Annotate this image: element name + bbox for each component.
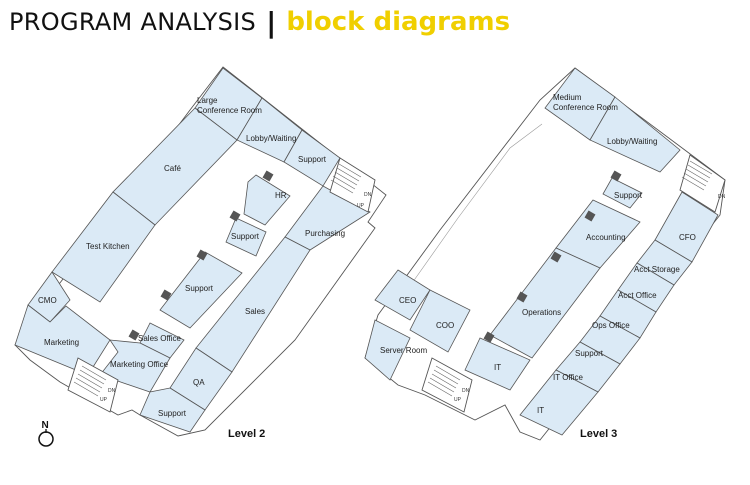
slide-header: PROGRAM ANALYSIS | block diagrams bbox=[9, 4, 510, 40]
level2-qa-label: QA bbox=[193, 378, 205, 387]
level3-stair-top: DN bbox=[679, 154, 726, 213]
level2-test-kitchen bbox=[51, 191, 156, 303]
level2-support-bottom-label: Support bbox=[158, 409, 187, 418]
level3-ceo bbox=[374, 269, 431, 321]
level3-door-markers bbox=[483, 170, 622, 343]
level3-server-room-label: Server Room bbox=[380, 346, 427, 355]
slide-title: PROGRAM ANALYSIS bbox=[9, 8, 257, 36]
level3-ceo-label: CEO bbox=[399, 296, 416, 305]
level3-lobby-waiting bbox=[589, 96, 681, 173]
level2-sales-office-label: Sales Office bbox=[138, 334, 182, 343]
level2-hr-label: HR bbox=[275, 191, 287, 200]
level2-stair-top-dn: DN bbox=[364, 192, 372, 198]
level2-support-top-label: Support bbox=[298, 155, 327, 164]
title-separator: | bbox=[266, 5, 277, 39]
level3-operations bbox=[489, 247, 601, 359]
level2-hr bbox=[243, 174, 291, 226]
level3-lobby-label: Lobby/Waiting bbox=[607, 137, 657, 146]
level2-large-conference-label-2: Conference Room bbox=[197, 106, 262, 115]
level2-sales-label: Sales bbox=[245, 307, 265, 316]
level2-purchasing-label: Purchasing bbox=[305, 229, 345, 238]
level3-medium-conference-label-2: Conference Room bbox=[553, 103, 618, 112]
level2-stair-top-up: UP bbox=[357, 203, 365, 209]
level3-stair-top-dn: DN bbox=[718, 194, 726, 200]
level2-support-center bbox=[159, 251, 243, 329]
level3-coo bbox=[409, 289, 471, 353]
level3-stair-bottom-dn: DN bbox=[462, 388, 470, 394]
level2-support-mid bbox=[225, 217, 267, 257]
level2-stair-bottom: DN UP bbox=[67, 357, 119, 413]
level2-support-bottom bbox=[139, 387, 206, 433]
level2-cafe-label: Café bbox=[164, 164, 181, 173]
level2-cmo-label: CMO bbox=[38, 296, 57, 305]
level2-stair-top: DN UP bbox=[329, 157, 376, 213]
level3-cfo-label: CFO bbox=[679, 233, 696, 242]
level3-support-lower-label: Support bbox=[575, 349, 604, 358]
level3-label: Level 3 bbox=[580, 428, 617, 440]
level2-stair-bottom-up: UP bbox=[100, 397, 108, 403]
level3-medium-conference-label-1: Medium bbox=[553, 93, 582, 102]
level3-it-middle-label: IT bbox=[494, 363, 501, 372]
level2-marketing-label: Marketing bbox=[44, 338, 79, 347]
level2-lobby-label: Lobby/Waiting bbox=[246, 134, 296, 143]
level3-support-top-label: Support bbox=[614, 191, 643, 200]
level3-stair-bottom: DN UP bbox=[421, 357, 473, 413]
level3-acct-office-label: Acct Office bbox=[618, 291, 657, 300]
level3-coo-label: COO bbox=[436, 321, 454, 330]
level3-it-bottom-label: IT bbox=[537, 406, 544, 415]
level2-stair-bottom-dn: DN bbox=[108, 388, 116, 394]
level2-marketing-office-label: Marketing Office bbox=[110, 360, 169, 369]
level3-it-bottom bbox=[519, 369, 599, 436]
level2-test-kitchen-label: Test Kitchen bbox=[86, 242, 130, 251]
north-label: N bbox=[42, 420, 49, 431]
level3-plan: DN DN UP Medium Conference Room Lobby/Wa… bbox=[364, 67, 726, 441]
level3-server-room bbox=[364, 319, 411, 381]
slide-subtitle: block diagrams bbox=[286, 7, 511, 37]
level3-accounting-label: Accounting bbox=[586, 233, 626, 242]
level3-stair-bottom-up: UP bbox=[454, 397, 462, 403]
level3-it-middle bbox=[464, 337, 531, 391]
level2-label: Level 2 bbox=[228, 428, 265, 440]
level3-it-office-label: IT Office bbox=[553, 373, 583, 382]
level2-door-markers bbox=[128, 170, 274, 341]
level2-support-center-label: Support bbox=[185, 284, 214, 293]
level3-support-top bbox=[602, 177, 643, 209]
level2-support-mid-label: Support bbox=[231, 232, 260, 241]
north-arrow: N bbox=[38, 420, 54, 447]
level3-acct-storage-label: Acct Storage bbox=[634, 265, 680, 274]
level2-plan: DN UP DN UP Large Conference Room Lobby/… bbox=[14, 66, 387, 440]
level2-large-conference-label-1: Large bbox=[197, 96, 218, 105]
level3-ops-office-label: Ops Office bbox=[592, 321, 630, 330]
level3-operations-label: Operations bbox=[522, 308, 561, 317]
